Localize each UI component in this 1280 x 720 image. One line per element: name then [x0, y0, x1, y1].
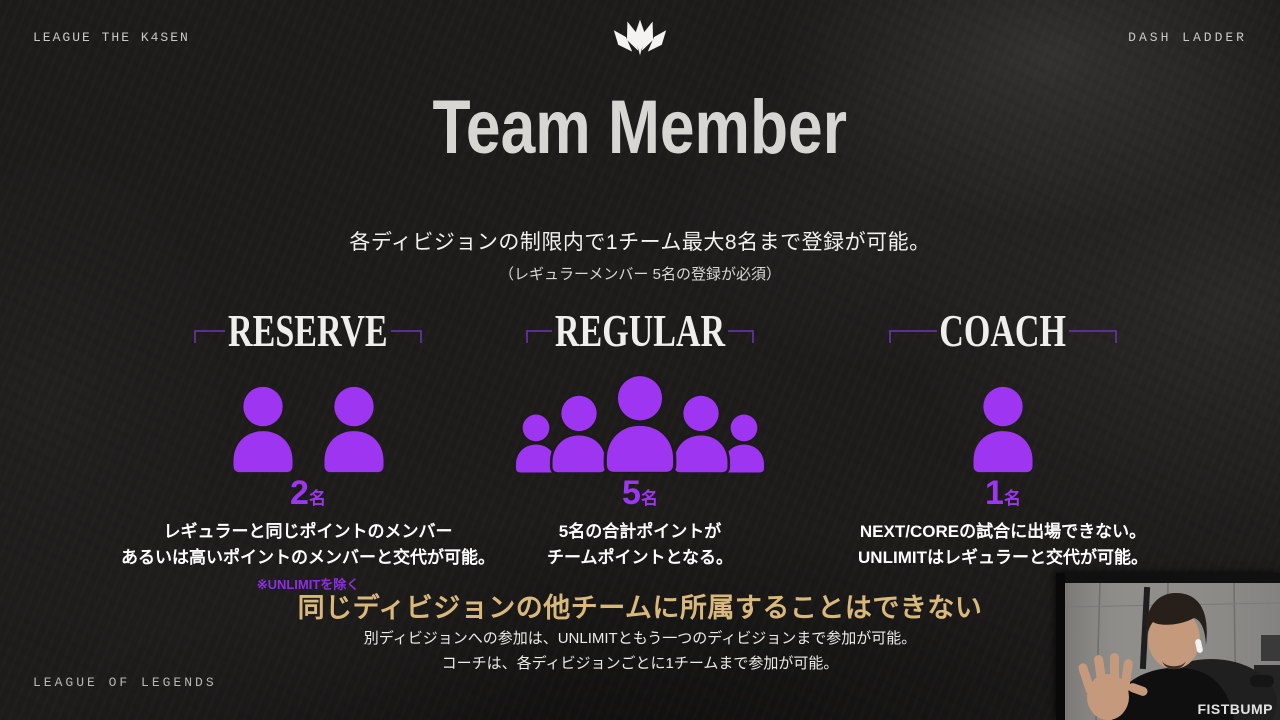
reserve-members-icon — [222, 373, 395, 473]
rule-note-2: コーチは、各ディビジョンごとに1チームまで参加が可能。 — [441, 654, 839, 672]
section-heading-frame: RESERVE — [194, 303, 423, 359]
section-coach: COACH 1名 NEXT/COREの試合に出場できない。 UNLIMITはレギ… — [803, 303, 1203, 570]
intro-text: 各ディビジョンの制限内で1チーム最大8名まで登録が可能。 （レギュラーメンバー … — [0, 226, 1280, 284]
person-icon — [664, 395, 738, 473]
fistbump-watermark: FISTBUMP — [1197, 701, 1273, 717]
person-icon — [542, 395, 616, 473]
section-heading: COACH — [939, 305, 1067, 356]
person-icon — [313, 386, 395, 473]
person-icon — [962, 386, 1044, 473]
game-title-label: LEAGUE OF LEGENDS — [33, 675, 217, 690]
bracket-line-left — [526, 329, 552, 343]
rule-notes: 別ディビジョンへの参加は、UNLIMITともう一つのディビジョンまで参加が可能。… — [0, 627, 1280, 677]
person-icon — [594, 375, 686, 473]
section-description: NEXT/COREの試合に出場できない。 UNLIMITはレギュラーと交代が可能… — [858, 522, 1148, 567]
rule-heading: 同じディビジョンの他チームに所属することはできない — [297, 593, 983, 623]
event-name-label: DASH LADDER — [1128, 30, 1247, 45]
person-icon — [222, 386, 304, 473]
member-count: 2名 — [290, 474, 326, 512]
league-name-label: LEAGUE THE K4SEN — [33, 30, 190, 45]
section-heading: RESERVE — [228, 305, 388, 356]
regular-members-icon — [508, 373, 772, 473]
section-heading: REGULAR — [554, 305, 726, 356]
person-icon — [508, 414, 564, 473]
bracket-line-right — [728, 329, 754, 343]
coach-member-icon — [962, 373, 1044, 473]
member-count: 1名 — [985, 474, 1021, 512]
bracket-line-left — [194, 329, 226, 343]
section-reserve: RESERVE 2名 レギュラーと同じポイントのメンバー あるいは高いポイントの… — [88, 303, 528, 593]
section-heading-frame: REGULAR — [526, 303, 754, 359]
section-heading-frame: COACH — [889, 303, 1118, 359]
rule-note-1: 別ディビジョンへの参加は、UNLIMITともう一つのディビジョンまで参加が可能。 — [363, 630, 917, 647]
webcam-scene: FISTBUMP — [1056, 573, 1280, 720]
intro-line-1: 各ディビジョンの制限内で1チーム最大8名まで登録が可能。 — [349, 231, 931, 254]
section-regular: REGULAR 5名 5名の合計ポイントが チームポイントとなる。 — [470, 303, 810, 570]
bracket-line-left — [889, 329, 937, 343]
intro-line-2: （レギュラーメンバー 5名の登録が必須） — [499, 266, 781, 283]
section-note: ※UNLIMITを除く — [256, 577, 360, 592]
crown-logo-icon — [609, 18, 671, 58]
page-title: Team Member — [432, 85, 848, 170]
webcam-overlay: FISTBUMP — [1056, 573, 1280, 720]
section-description: レギュラーと同じポイントのメンバー あるいは高いポイントのメンバーと交代が可能。 — [121, 522, 495, 567]
bracket-line-right — [390, 329, 423, 343]
member-count: 5名 — [622, 474, 658, 512]
section-description: 5名の合計ポイントが チームポイントとなる。 — [547, 522, 733, 567]
bracket-line-right — [1069, 329, 1118, 343]
